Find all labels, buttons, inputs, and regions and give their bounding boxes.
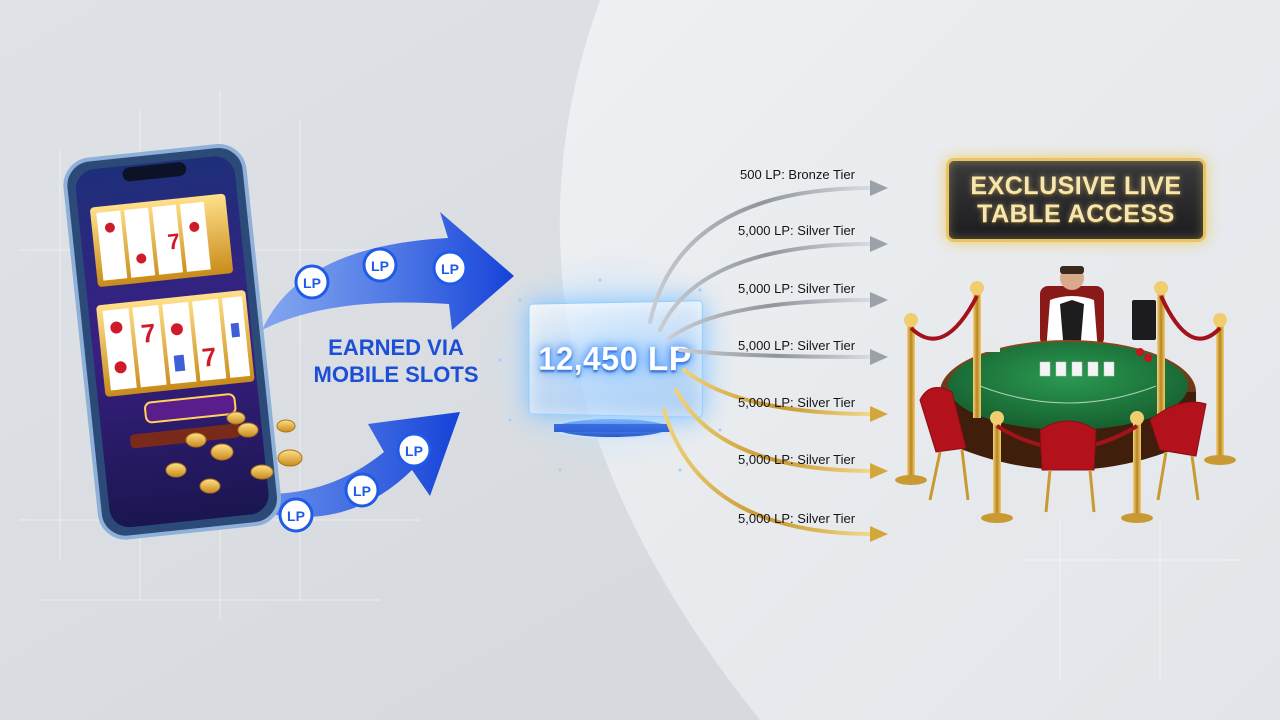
tier-label-2: 5,000 LP: Silver Tier: [738, 223, 856, 238]
earned-via-label: EARNED VIA MOBILE SLOTS: [296, 334, 496, 388]
tier-label-7: 5,000 LP: Silver Tier: [738, 511, 856, 526]
lp-token-text: LP: [303, 275, 321, 291]
badge-line-2: TABLE ACCESS: [977, 200, 1175, 228]
badge-line-1: EXCLUSIVE LIVE: [970, 172, 1182, 200]
lp-token-icon: LP: [294, 264, 330, 300]
lp-token-icon: LP: [396, 432, 432, 468]
tier-label-3: 5,000 LP: Silver Tier: [738, 281, 856, 296]
lp-token-icon: LP: [432, 250, 468, 286]
earned-line-1: EARNED VIA: [328, 335, 464, 360]
lp-token-text: LP: [371, 258, 389, 274]
lp-token-text: LP: [287, 508, 305, 524]
earned-line-2: MOBILE SLOTS: [313, 362, 479, 387]
tier-label-6: 5,000 LP: Silver Tier: [738, 452, 856, 467]
lower-blue-arrow: [180, 412, 460, 518]
lp-token-text: LP: [441, 261, 459, 277]
tier-label-5: 5,000 LP: Silver Tier: [738, 395, 856, 410]
svg-text:7: 7: [166, 228, 181, 254]
lp-token-text: LP: [353, 483, 371, 499]
lp-token-text: LP: [405, 443, 423, 459]
svg-text:7: 7: [140, 318, 158, 349]
dealer-figure: [1040, 266, 1104, 352]
tier-label-1: 500 LP: Bronze Tier: [740, 167, 855, 182]
lp-token-icon: LP: [362, 247, 398, 283]
lp-token-icon: LP: [344, 472, 380, 508]
svg-text:7: 7: [200, 341, 218, 372]
tier-label-4: 5,000 LP: Silver Tier: [738, 338, 856, 353]
exclusive-access-badge: EXCLUSIVE LIVE TABLE ACCESS: [946, 158, 1206, 242]
lp-token-icon: LP: [278, 497, 314, 533]
